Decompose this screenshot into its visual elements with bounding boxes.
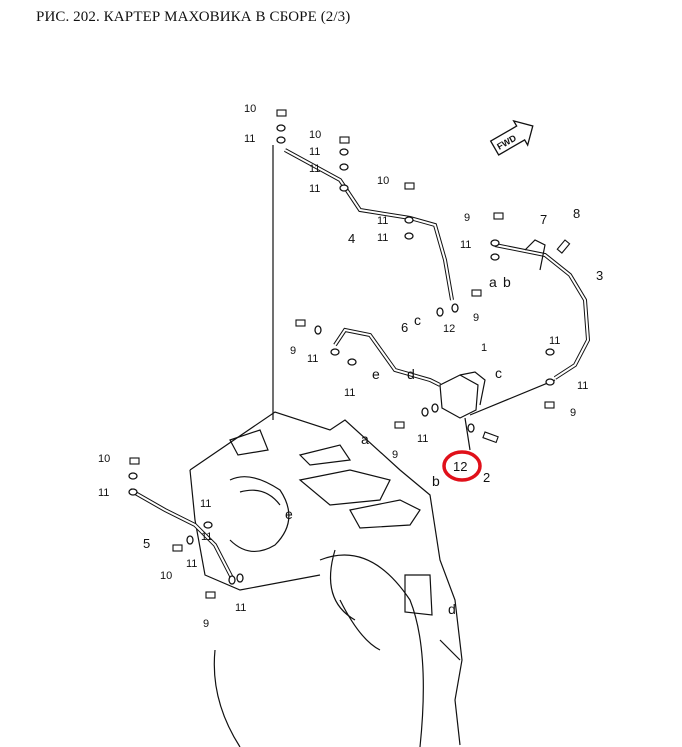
highlight-circle — [442, 450, 482, 482]
callout: 5 — [143, 536, 150, 551]
callout: a — [489, 274, 497, 290]
callout: 8 — [573, 206, 580, 221]
callout: 9 — [203, 618, 209, 630]
callout: 3 — [596, 268, 603, 283]
callout: 10 — [160, 570, 172, 582]
callout: d — [407, 366, 415, 382]
callout: 6 — [401, 320, 408, 335]
callout: a — [361, 431, 369, 447]
callout: 11 — [309, 146, 320, 158]
tube-6 — [333, 327, 441, 387]
callout: d — [448, 601, 456, 617]
callout: 9 — [464, 212, 470, 224]
valve-part-1 — [439, 371, 556, 451]
figure-title: РИС. 202. КАРТЕР МАХОВИКА В СБОРЕ (2/3) — [36, 9, 351, 25]
callout: 10 — [98, 453, 110, 465]
callout-highlighted: 12 — [453, 459, 467, 474]
tube-5 — [129, 488, 234, 579]
bolts — [129, 109, 571, 599]
callout: 10 — [309, 129, 321, 141]
callout: 1 — [481, 342, 487, 354]
callout: b — [503, 274, 511, 290]
callout: c — [495, 365, 502, 381]
callout: 9 — [290, 345, 296, 357]
callout: e — [285, 506, 293, 522]
callout: 11 — [201, 531, 212, 543]
callout: 11 — [309, 163, 320, 175]
callout: b — [432, 473, 440, 489]
callout: 9 — [392, 449, 398, 461]
fwd-arrow-icon: FWD — [489, 119, 534, 156]
callout: 9 — [473, 312, 479, 324]
washers — [128, 124, 555, 585]
callout: 12 — [443, 323, 455, 335]
callout-labels: 10 11 10 11 11 11 10 4 11 11 9 11 7 8 a … — [98, 103, 603, 630]
callout: 11 — [377, 232, 388, 244]
callout: 11 — [200, 498, 211, 510]
callout: 11 — [344, 387, 355, 399]
callout: 2 — [483, 470, 490, 485]
callout: 11 — [244, 133, 255, 145]
callout: 7 — [540, 212, 547, 227]
callout: 11 — [377, 215, 388, 227]
tube-3 — [494, 243, 591, 380]
callout: 10 — [244, 103, 256, 115]
callout: 11 — [549, 335, 560, 347]
callout: e — [372, 366, 380, 382]
callout: 11 — [309, 183, 320, 195]
bracket-part-7 — [524, 239, 546, 271]
callout: 11 — [235, 602, 246, 614]
callout: c — [414, 312, 421, 328]
callout: 11 — [307, 353, 318, 365]
flywheel-housing — [189, 411, 463, 747]
callout: 11 — [577, 380, 588, 392]
callout: 11 — [417, 433, 428, 445]
callout: 10 — [377, 175, 389, 187]
callout: 11 — [186, 558, 197, 570]
callout: 11 — [98, 487, 109, 499]
callout: 9 — [570, 407, 576, 419]
callout: 4 — [348, 231, 355, 246]
callout: 11 — [460, 239, 471, 251]
